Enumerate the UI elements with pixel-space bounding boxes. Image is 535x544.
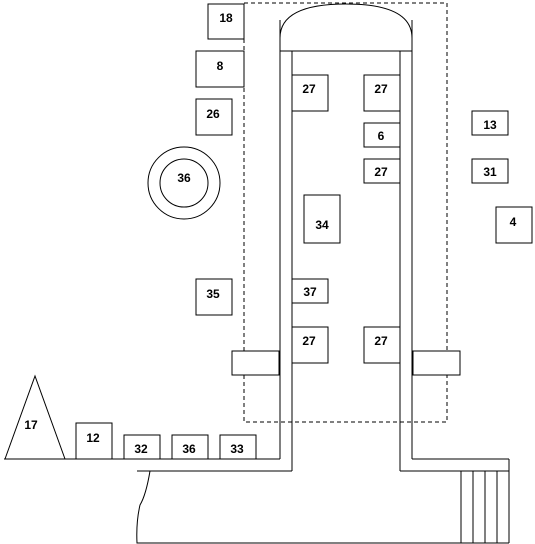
- right-ledge: [412, 350, 461, 376]
- label-27-c: 27: [374, 165, 388, 179]
- label-27-b: 27: [374, 82, 388, 96]
- label-33: 33: [230, 442, 244, 456]
- box-32: [123, 434, 161, 460]
- box-18: [207, 3, 245, 40]
- box-35: [195, 278, 233, 316]
- label-36-circle: 36: [177, 171, 191, 185]
- label-31: 31: [483, 165, 497, 179]
- box-33: [219, 434, 257, 460]
- box-27-a: [291, 74, 329, 112]
- box-31: [471, 158, 509, 184]
- box-27-c: [363, 158, 401, 184]
- label-27-d: 27: [302, 334, 316, 348]
- label-17: 17: [24, 418, 38, 432]
- box-26: [195, 98, 233, 136]
- inner-circle: [159, 158, 209, 208]
- dashed-boundary: [243, 2, 448, 423]
- label-37: 37: [303, 285, 317, 299]
- base-structure: [4, 458, 510, 544]
- label-27-a: 27: [302, 82, 316, 96]
- label-26: 26: [206, 107, 220, 121]
- label-4: 4: [510, 215, 517, 229]
- box-6: [363, 122, 401, 148]
- label-13: 13: [483, 118, 497, 132]
- label-8: 8: [217, 59, 224, 73]
- box-27-b: [363, 74, 401, 112]
- box-4: [495, 206, 533, 244]
- label-6: 6: [378, 129, 385, 143]
- label-18: 18: [219, 11, 233, 25]
- box-27-d: [291, 326, 329, 364]
- box-36: [171, 434, 209, 460]
- label-34: 34: [315, 218, 329, 232]
- box-13: [471, 110, 509, 136]
- triangle-17: [4, 374, 66, 460]
- box-37: [291, 278, 329, 304]
- left-ledge: [231, 350, 280, 376]
- box-8: [195, 50, 245, 88]
- box-27-e: [363, 326, 401, 364]
- label-36-box: 36: [182, 442, 196, 456]
- label-35: 35: [206, 287, 220, 301]
- label-12: 12: [86, 431, 100, 445]
- label-27-e: 27: [374, 334, 388, 348]
- box-12: [75, 422, 113, 460]
- box-34: [303, 194, 341, 244]
- tower-structure: [279, 3, 413, 471]
- label-32: 32: [134, 442, 148, 456]
